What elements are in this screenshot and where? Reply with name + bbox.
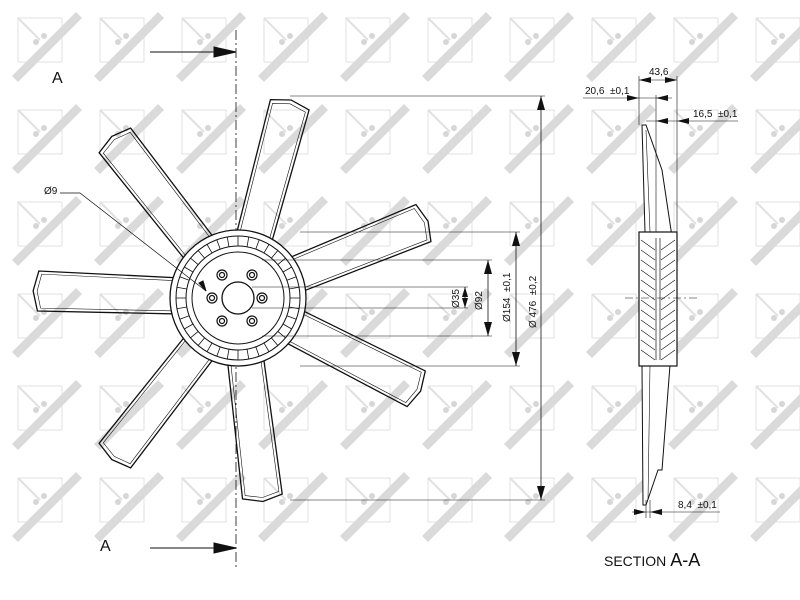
dim-hole-dia: Ø9 xyxy=(44,186,58,197)
dim-bolt-circle: Ø92 xyxy=(474,291,485,310)
dim-blade-offset: 16,5 ±0,1 xyxy=(693,109,738,120)
dim-total-depth: 43,6 xyxy=(649,67,669,78)
view-marker-top: A xyxy=(52,70,63,87)
dim-overall: Ø 476 ±0,2 xyxy=(528,275,539,328)
dim-bore: Ø35 xyxy=(451,289,462,308)
dim-hub-offset: 20,6 ±0,1 xyxy=(585,86,630,97)
dim-blade-thickness: 8,4 ±0,1 xyxy=(678,500,717,511)
dim-hub: Ø154 ±0,1 xyxy=(502,272,513,322)
view-marker-bottom: A xyxy=(100,538,111,555)
